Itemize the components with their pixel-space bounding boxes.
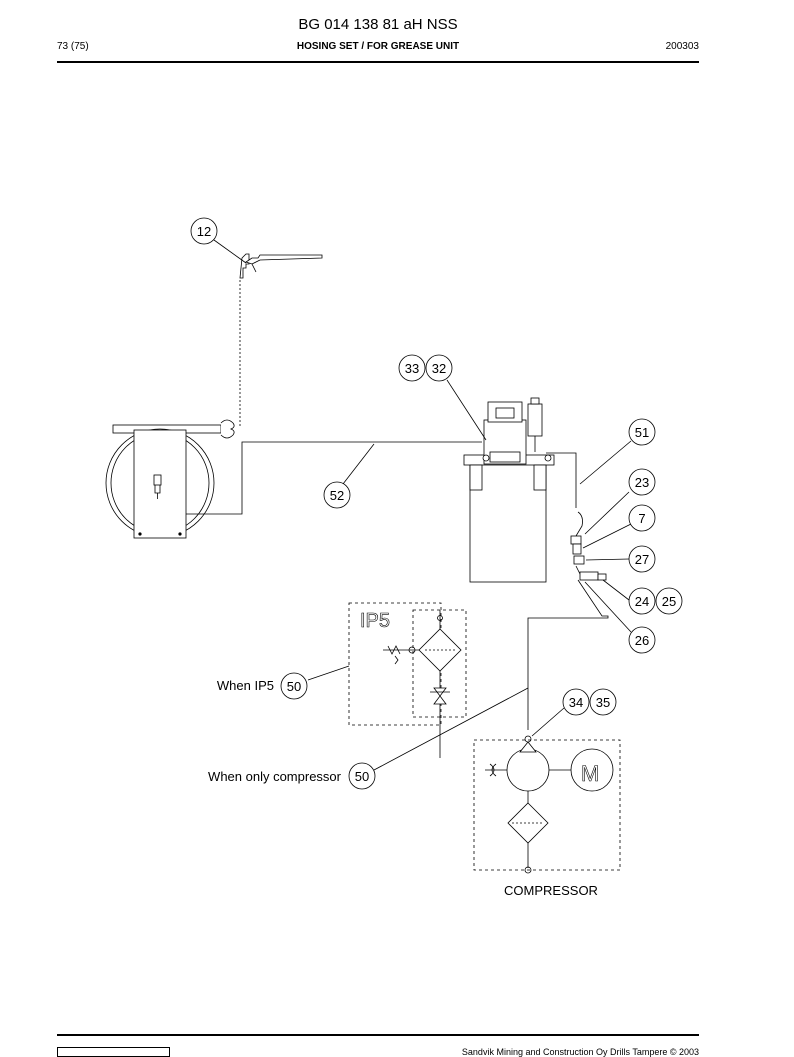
svg-text:52: 52 (330, 488, 344, 503)
page-number: 73 (75) (57, 41, 89, 52)
svg-text:23: 23 (635, 475, 649, 490)
callout-12: 12 (190, 217, 218, 245)
grease-gun (239, 253, 323, 428)
document-date: 200303 (665, 41, 699, 52)
compressor-unit: M (473, 735, 621, 874)
svg-text:24: 24 (635, 594, 649, 609)
motor-label: M (581, 761, 599, 786)
svg-text:35: 35 (596, 695, 610, 710)
callout-32: 32 (425, 354, 453, 382)
when-ip5-label: When IP5 (217, 678, 274, 693)
svg-text:34: 34 (569, 695, 583, 710)
footer-copyright: Sandvik Mining and Construction Oy Drill… (461, 1047, 699, 1057)
callout-27: 27 (628, 545, 656, 573)
svg-text:50: 50 (287, 679, 301, 694)
leader-lines (213, 239, 632, 771)
company-logo (57, 1047, 170, 1057)
fittings (527, 511, 609, 730)
ip5-label: IP5 (360, 610, 390, 632)
callout-52: 52 (323, 481, 351, 509)
svg-text:50: 50 (355, 769, 369, 784)
svg-text:26: 26 (635, 633, 649, 648)
footer-rule (57, 1034, 699, 1036)
svg-text:32: 32 (432, 361, 446, 376)
callouts: 12 33 32 51 23 7 27 24 25 26 52 50 34 35… (190, 217, 683, 790)
svg-text:51: 51 (635, 425, 649, 440)
ip5-unit: IP5 (348, 602, 467, 758)
section-title: HOSING SET / FOR GREASE UNIT (296, 41, 460, 52)
compressor-label: COMPRESSOR (504, 883, 598, 898)
hose-reel (105, 419, 482, 539)
callout-35: 35 (589, 688, 617, 716)
document-title: BG 014 138 81 aH NSS (298, 16, 458, 33)
when-only-compressor-label: When only compressor (208, 769, 342, 784)
svg-text:33: 33 (405, 361, 419, 376)
callout-7: 7 (628, 504, 656, 532)
callout-26: 26 (628, 626, 656, 654)
callout-33: 33 (398, 354, 426, 382)
callout-50-ip5: 50 (280, 672, 308, 700)
callout-24: 24 (628, 587, 656, 615)
header-rule (57, 61, 699, 63)
svg-text:7: 7 (638, 511, 645, 526)
svg-text:27: 27 (635, 552, 649, 567)
svg-text:12: 12 (197, 224, 211, 239)
callout-25: 25 (655, 587, 683, 615)
callout-34: 34 (562, 688, 590, 716)
grease-unit (463, 397, 577, 583)
callout-50-compressor: 50 (348, 762, 376, 790)
svg-text:25: 25 (662, 594, 676, 609)
callout-51: 51 (628, 418, 656, 446)
callout-23: 23 (628, 468, 656, 496)
